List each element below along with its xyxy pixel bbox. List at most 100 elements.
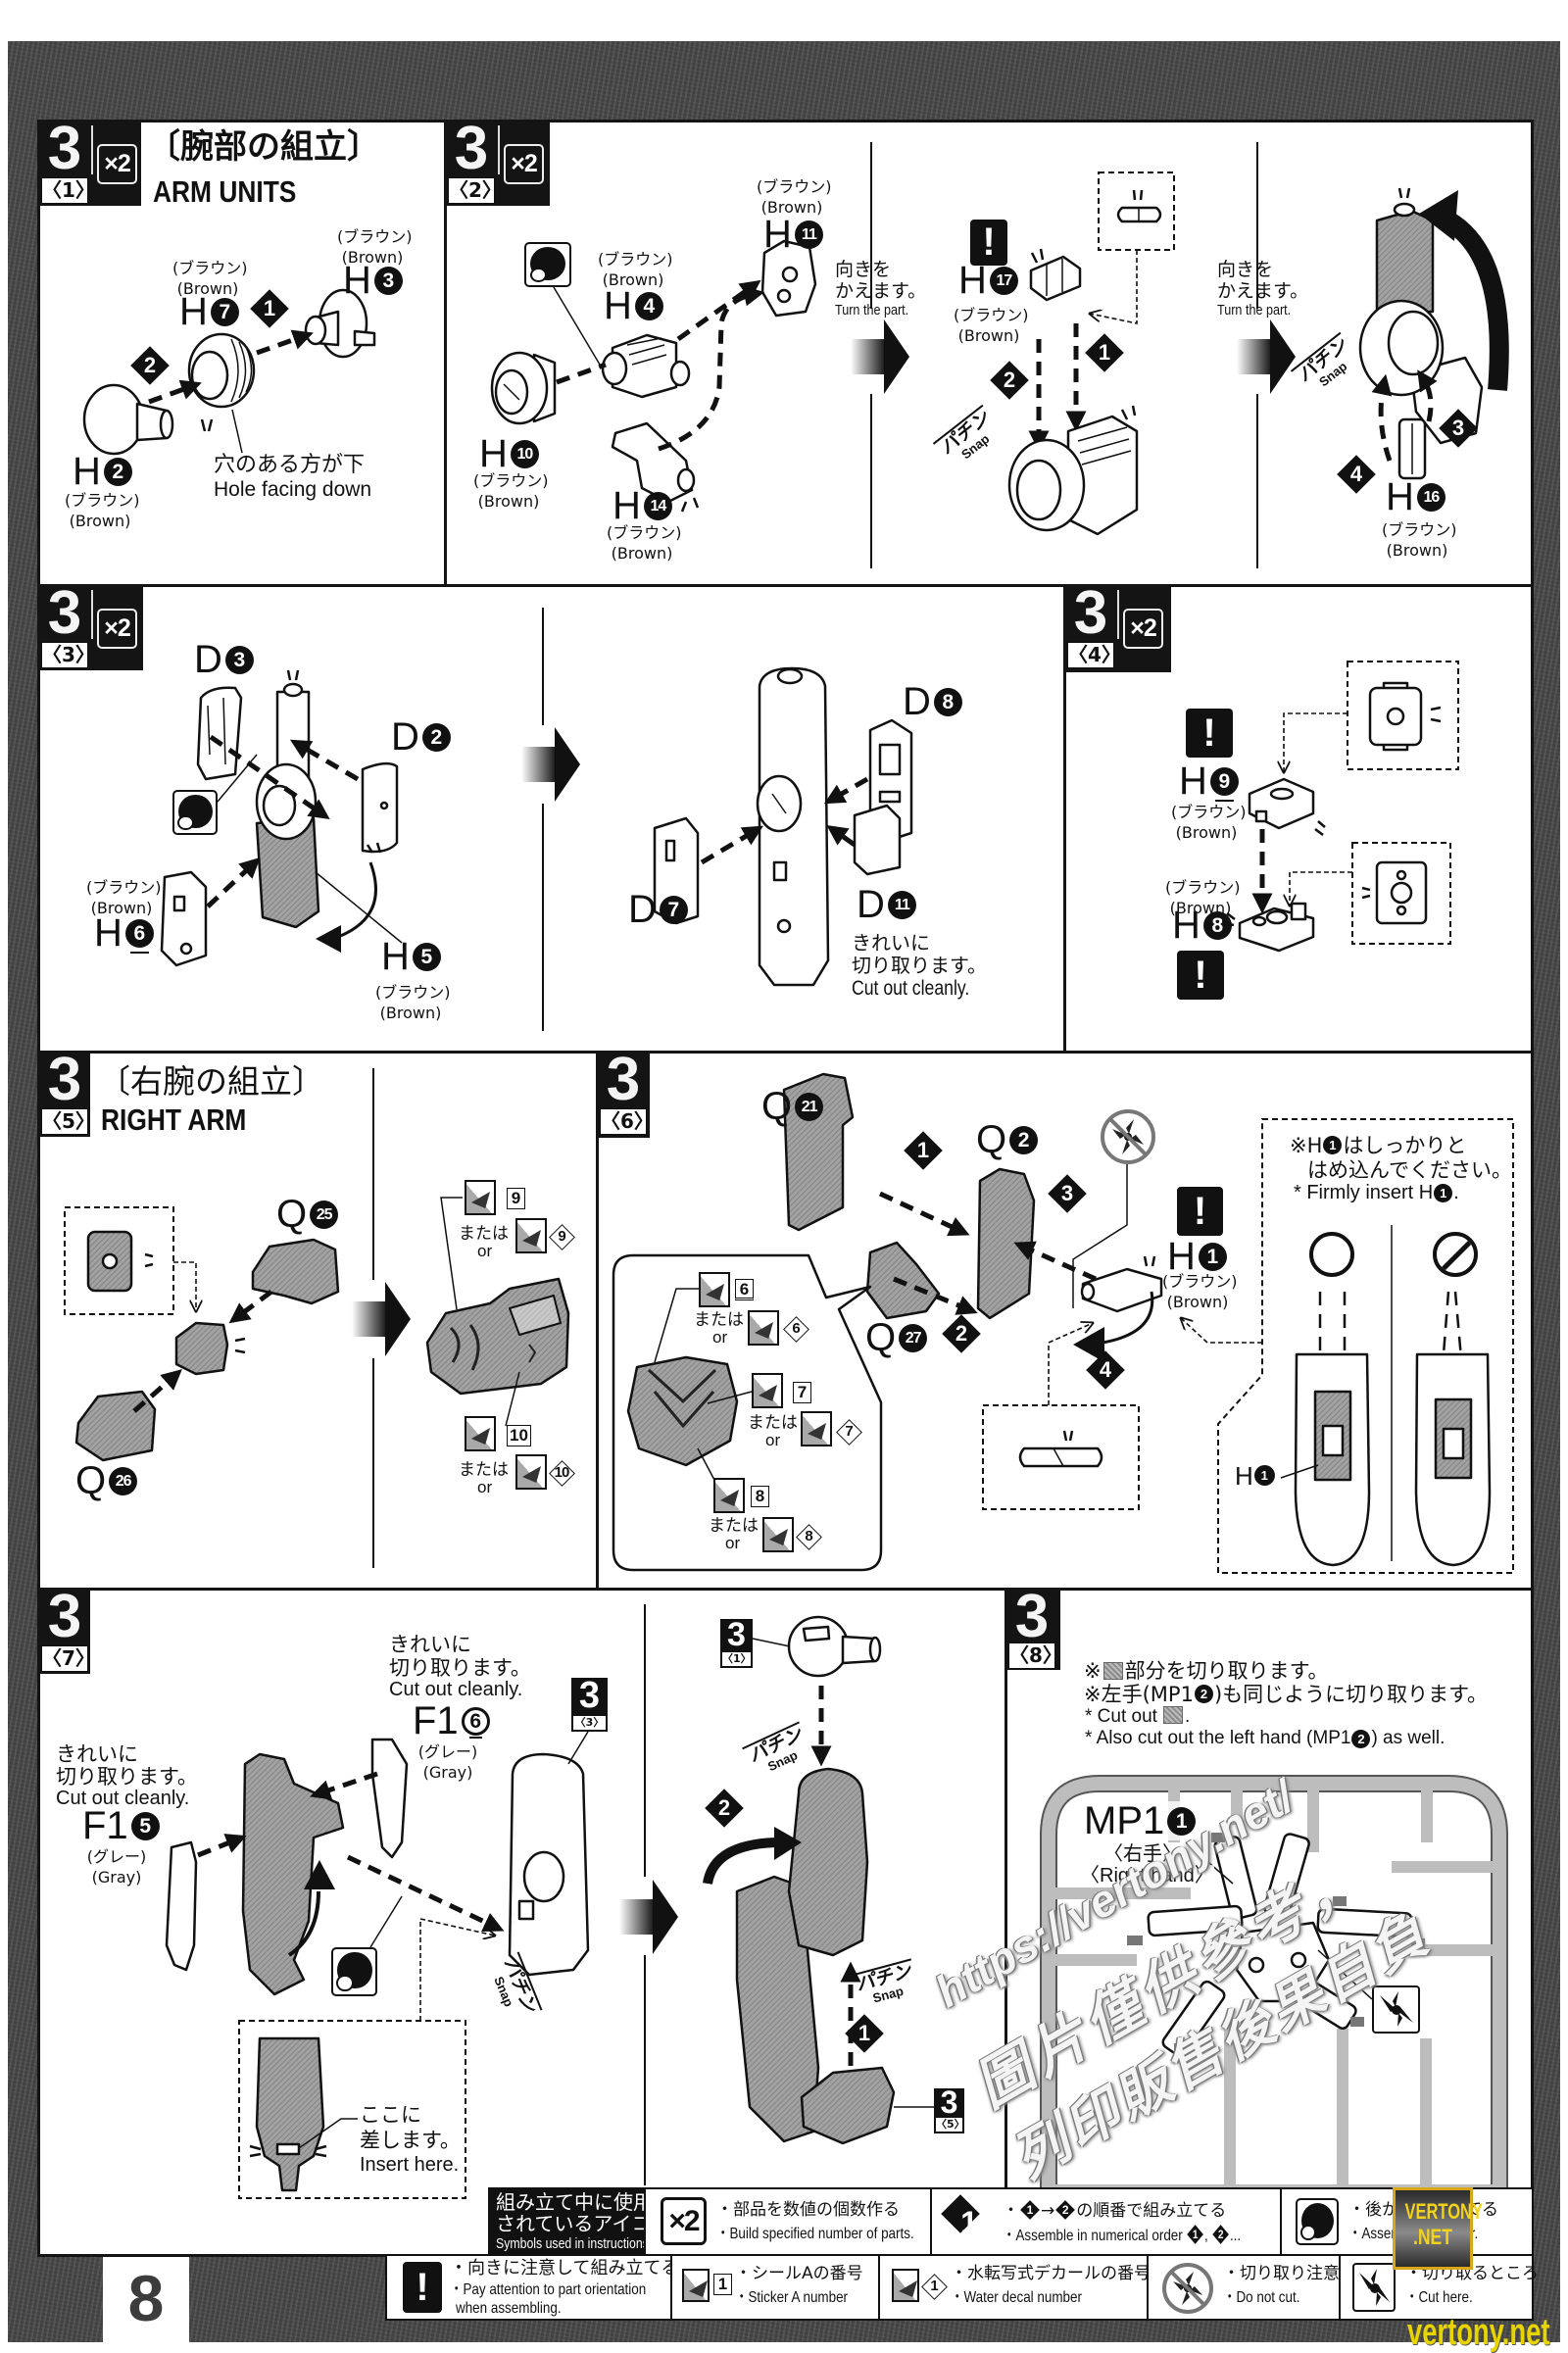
sub-step-divider [870,142,872,309]
decal-number-text: 8 [805,1528,812,1544]
or-label-ja: または [459,1460,509,1480]
sticker-icon [682,2269,710,2302]
decal-icon [515,1218,547,1253]
part-color-label: (グレー)(Gray) [86,1846,147,1887]
shoulder-ball-drawing [787,1615,882,1678]
or-label-en: or [765,1431,781,1449]
color-en: (Brown) [1166,1293,1229,1311]
order-number: 2 [717,1795,731,1820]
assembly-arrow [132,1369,182,1413]
sticker-leader-line [707,1391,753,1404]
part-letter: H [763,213,792,256]
note-ja: 穴のある方が下 [214,453,366,477]
attention-icon: ! [1177,1187,1223,1236]
decal-number-text: 10 [554,1464,570,1481]
order-number: 4 [1099,1357,1112,1382]
cut-here-icon [1352,2263,1396,2312]
decal-number-text: 1 [930,2278,938,2294]
assembly-arrow [1417,369,1438,422]
sticker-number: 8 [751,1486,769,1507]
color-ja: (ブラウン) [954,306,1029,324]
sticker-number: 9 [507,1188,525,1209]
color-ja: (ブラウン) [1162,1272,1238,1291]
section-title-ja: 〔右腕の組立〕 [98,1062,324,1101]
upper-arm-core-drawing [255,669,320,929]
legend-text-en: ・Cut here. [1405,2289,1473,2306]
assembly-arrow [878,1191,970,1237]
attention-icon: ! [403,2262,442,2313]
insert-note-ja-2: 差します。 [360,2129,461,2152]
decal-number: 1 [919,2272,949,2301]
part-letter: H [73,450,101,493]
runner-frame-drawing [1040,1775,1508,2207]
part-letter: H [479,432,508,475]
step-number: 3 [606,1046,641,1113]
order-number: 3 [1060,1181,1074,1205]
color-ja: (ブラウン) [86,878,162,897]
part-number-badge: 2 [1194,1685,1213,1703]
part-letter: Q [276,1193,308,1236]
color-en: (Brown) [1175,823,1238,842]
assembled-joint-drawing [1007,405,1139,536]
part-number-badge: 6 [124,919,154,954]
sticker-leader-line [654,1288,699,1363]
detail-connector [1048,1323,1093,1405]
next-step-arrow [1237,319,1296,394]
decal-icon [515,1454,547,1490]
sticker-callout-bubble [612,1253,883,1572]
color-ja: (ブラウン) [607,523,682,542]
color-en: (Brown) [760,198,823,217]
color-ja: (ブラウン) [65,491,140,510]
sticker-icon [713,1478,745,1513]
or-label-en: or [477,1478,493,1496]
callout-line [1280,1464,1319,1479]
ref-step: 3 [578,1675,601,1716]
sticker-number: 1 [713,2274,732,2295]
order-diamond-icon: 2 [1055,2200,1075,2220]
sub-step-label: 〈7〉 [41,1645,88,1672]
step-number: 3 [47,1583,82,1650]
header-divider [91,125,93,174]
assembly-arrow [197,1834,247,1858]
or-label-ja: または [748,1413,798,1433]
site-badge-bottom: .NET [1412,2225,1453,2249]
legend-text: ... [1229,2228,1242,2244]
callout-line [1185,1841,1234,1885]
assembly-arrow [1371,373,1393,462]
color-ja: (ブラウン) [375,983,451,1002]
part-color-label: (ブラウン)(Brown) [954,305,1029,346]
detail-connector [419,1918,495,2021]
callout-line [369,1895,403,1948]
part-q25-drawing [251,1238,340,1305]
cut-area-swatch [1102,1662,1123,1680]
color-en: (Brown) [611,544,673,563]
attention-icon: ! [1186,709,1233,758]
callout-line [298,2118,358,2149]
sub-step-divider [1256,142,1258,309]
color-ja: (ブラウン) [1382,520,1457,539]
order-diamond-icon: 1 [940,2193,999,2252]
part-h2-drawing [82,383,174,456]
note-text: . [1453,1182,1459,1203]
assembly-arrow [658,285,765,452]
order-number: 1 [858,2021,871,2045]
page-number: 8 [127,2262,165,2334]
step-reference-badge: 3〈5〉 [934,2086,964,2133]
hand-correct-drawing [1294,1292,1371,1567]
sub-step-label: 〈8〉 [1008,1642,1055,1669]
legend-text-en: ・Water decal number [951,2289,1082,2306]
order-number: 1 [1192,2228,1199,2241]
part-h9-drawing [1248,777,1326,836]
decal-number-text: 6 [792,1320,800,1337]
attention-icon: ! [970,220,1007,266]
